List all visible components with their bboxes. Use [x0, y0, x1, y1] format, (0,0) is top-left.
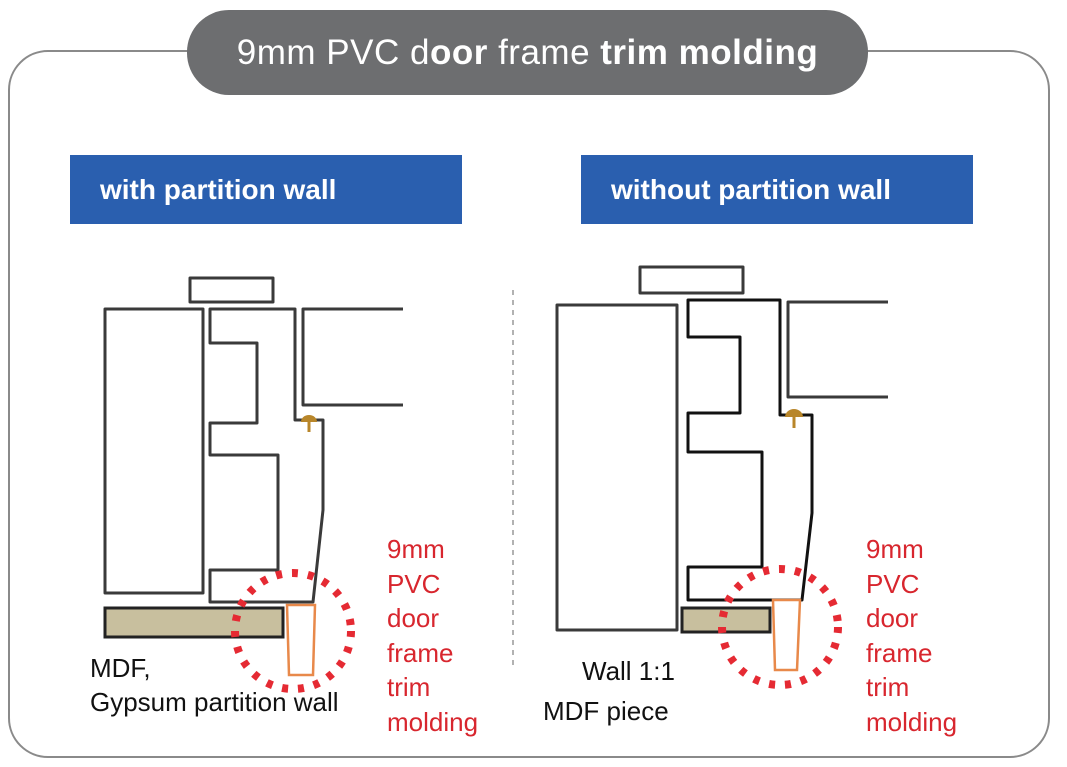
title-part: oor: [429, 32, 488, 72]
header-with-partition: with partition wall: [70, 155, 462, 224]
casing-top: [188, 276, 275, 304]
hinge-icon: [301, 409, 803, 432]
highlight-circle: [718, 565, 842, 689]
door-panel: [786, 300, 888, 399]
label-line: Wall 1:1: [582, 656, 675, 686]
highlight-circle: [231, 569, 355, 693]
title-part: 9mm PVC d: [236, 32, 430, 72]
casing-top: [638, 265, 745, 295]
callout-trim-left: 9mm PVC door frame trim molding: [387, 532, 478, 739]
callout-line: PVC: [387, 568, 441, 599]
header-without-partition: without partition wall: [581, 155, 973, 224]
mdf-board: [103, 606, 285, 639]
callout-line: frame: [387, 637, 454, 668]
label-line: MDF,: [90, 653, 151, 683]
callout-trim-right: 9mm PVC door frame trim molding: [866, 532, 957, 739]
label-mdf-gypsum: MDF, Gypsum partition wall: [90, 651, 339, 719]
door-panel: [301, 307, 403, 407]
callout-line: 9mm: [866, 534, 924, 564]
label-line: Gypsum partition wall: [90, 687, 339, 717]
label-line: MDF piece: [543, 696, 669, 726]
title-part: frame: [487, 32, 601, 72]
pvc-trim: [285, 603, 317, 677]
callout-line: 9mm: [387, 534, 445, 564]
pvc-trim: [771, 598, 802, 672]
title-part: trim molding: [600, 32, 819, 72]
wall-block: [555, 303, 679, 632]
door-frame-profile: [208, 307, 325, 604]
callout-line: trim: [866, 672, 910, 702]
callout-line: molding: [866, 706, 958, 737]
door-frame-profile: [686, 298, 814, 602]
callout-line: trim: [387, 672, 431, 702]
wall-block: [103, 307, 205, 595]
callout-line: door: [387, 603, 440, 633]
label-wall-mdf: Wall 1:1 MDF piece: [543, 651, 675, 731]
callout-line: PVC: [866, 568, 920, 599]
callout-line: door: [866, 603, 919, 633]
callout-line: frame: [866, 637, 933, 668]
callout-line: molding: [387, 706, 479, 737]
